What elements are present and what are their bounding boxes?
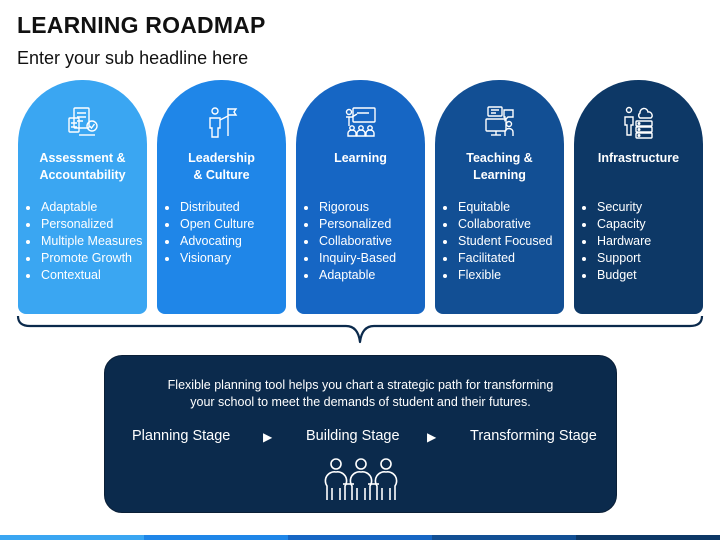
list-item: Student Focused <box>457 233 562 250</box>
footer-segment <box>432 535 576 540</box>
card-title: Learning <box>334 151 387 165</box>
card-learning: Learning Rigorous Personalized Collabora… <box>296 80 425 314</box>
list-item: Distributed <box>179 199 284 216</box>
page-subtitle: Enter your sub headline here <box>17 48 249 68</box>
online-teaching-icon <box>435 104 564 140</box>
list-item: Open Culture <box>179 216 284 233</box>
card-title: Teaching & Learning <box>466 151 533 182</box>
card-title: Assessment & Accountability <box>39 151 126 182</box>
bullet-list: Distributed Open Culture Advocating Visi… <box>165 199 284 267</box>
list-item: Hardware <box>596 233 701 250</box>
list-item: Personalized <box>40 216 145 233</box>
card-infrastructure: Infrastructure Security Capacity Hardwar… <box>574 80 703 314</box>
bullet-list: Rigorous Personalized Collaborative Inqu… <box>304 199 423 284</box>
list-item: Advocating <box>179 233 284 250</box>
page-title: LEARNING ROADMAP <box>17 12 266 38</box>
stage-transforming: Transforming Stage <box>470 428 597 444</box>
card-title: Leadership & Culture <box>188 151 255 182</box>
curly-brace-connector <box>16 315 704 344</box>
summary-panel: Flexible planning tool helps you chart a… <box>104 355 617 513</box>
bullet-list: Security Capacity Hardware Support Budge… <box>582 199 701 284</box>
list-item: Visionary <box>179 250 284 267</box>
list-item: Budget <box>596 267 701 284</box>
roadmap-cards: Assessment & Accountability Adaptable Pe… <box>18 80 704 314</box>
list-item: Facilitated <box>457 250 562 267</box>
list-item: Multiple Measures <box>40 233 145 250</box>
footer-segment <box>0 535 144 540</box>
list-item: Promote Growth <box>40 250 145 267</box>
stage-planning: Planning Stage <box>132 428 231 444</box>
list-item: Flexible <box>457 267 562 284</box>
card-leadership: Leadership & Culture Distributed Open Cu… <box>157 80 286 314</box>
footer-segment <box>144 535 288 540</box>
list-item: Capacity <box>596 216 701 233</box>
list-item: Equitable <box>457 199 562 216</box>
leadership-presenter-icon <box>157 104 286 140</box>
assessment-documents-icon <box>18 104 147 140</box>
panel-description: Flexible planning tool helps you chart a… <box>167 378 554 409</box>
stage-flow: Planning Stage ▶ Building Stage ▶ Transf… <box>105 428 616 450</box>
footer-segment <box>288 535 432 540</box>
list-item: Support <box>596 250 701 267</box>
card-teaching: Teaching & Learning Equitable Collaborat… <box>435 80 564 314</box>
play-arrow-icon: ▶ <box>427 430 437 444</box>
bullet-list: Equitable Collaborative Student Focused … <box>443 199 562 284</box>
footer-segment <box>576 535 720 540</box>
stage-building: Building Stage <box>306 428 400 444</box>
bullet-list: Adaptable Personalized Multiple Measures… <box>26 199 145 284</box>
list-item: Personalized <box>318 216 423 233</box>
footer-color-bar <box>0 535 720 540</box>
list-item: Inquiry-Based <box>318 250 423 267</box>
card-title: Infrastructure <box>597 151 680 165</box>
infrastructure-server-cloud-icon <box>574 104 703 140</box>
list-item: Adaptable <box>318 267 423 284</box>
list-item: Contextual <box>40 267 145 284</box>
list-item: Collaborative <box>457 216 562 233</box>
list-item: Collaborative <box>318 233 423 250</box>
play-arrow-icon: ▶ <box>263 430 273 444</box>
list-item: Rigorous <box>318 199 423 216</box>
team-people-icon <box>324 458 398 500</box>
list-item: Adaptable <box>40 199 145 216</box>
card-assessment: Assessment & Accountability Adaptable Pe… <box>18 80 147 314</box>
classroom-teacher-icon <box>296 104 425 140</box>
list-item: Security <box>596 199 701 216</box>
